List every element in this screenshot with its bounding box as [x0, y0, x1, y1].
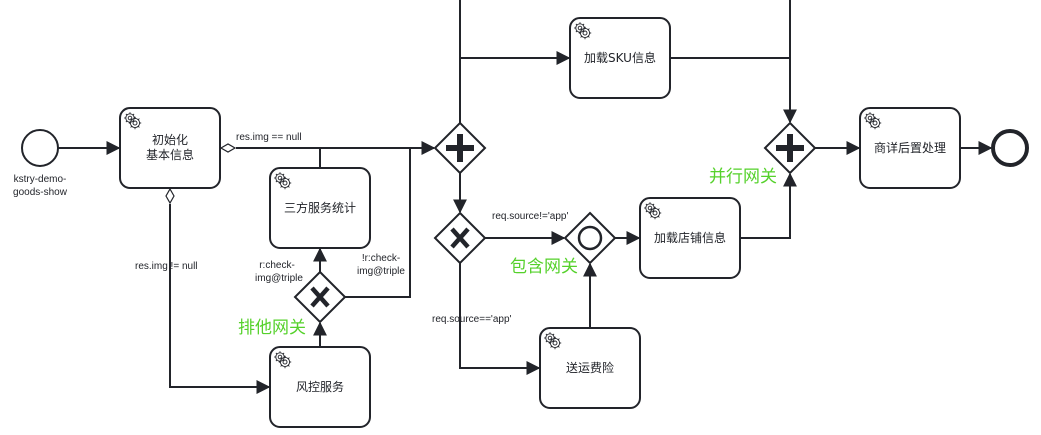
task-load-sku[interactable]: 加载SKU信息 — [569, 17, 671, 99]
x-icon — [450, 227, 470, 249]
start-event-circle-icon[interactable] — [21, 129, 59, 167]
x-icon — [310, 286, 330, 308]
task-load-shop-label: 加载店铺信息 — [654, 230, 726, 245]
flow-label-img-null: res.img == null — [236, 132, 302, 143]
task-risk-control[interactable]: 风控服务 — [269, 346, 371, 428]
flow-xor-bypass[interactable] — [345, 148, 411, 298]
annotation-exclusive-gateway: 排他网关 — [238, 318, 306, 338]
task-load-shop[interactable]: 加载店铺信息 — [639, 197, 741, 279]
task-init[interactable]: 初始化 基本信息 — [119, 107, 221, 189]
annotation-parallel-gateway: 并行网关 — [709, 167, 777, 187]
plus-icon — [776, 134, 804, 162]
end-event-circle-icon[interactable] — [991, 129, 1029, 167]
task-load-sku-label: 加载SKU信息 — [584, 50, 656, 65]
plus-icon — [446, 134, 474, 162]
parallel-gateway-split[interactable] — [433, 121, 487, 175]
start-event-label-line2: goods-show — [13, 187, 68, 198]
start-event[interactable]: kstry-demo- goods-show — [13, 129, 68, 198]
annotation-inclusive-gateway: 包含网关 — [510, 257, 578, 277]
flow-label-not-check-img-line1: !r:check- — [362, 253, 400, 264]
task-third-party-stats[interactable]: 三方服务统计 — [269, 167, 371, 249]
inclusive-gateway[interactable] — [563, 211, 617, 265]
flow-label-check-img-line1: r:check- — [259, 260, 295, 271]
task-third-party-stats-label: 三方服务统计 — [284, 200, 356, 215]
conditional-flow-diamond-icon — [219, 143, 237, 153]
task-shipping-insurance-label: 送运费险 — [566, 360, 614, 375]
flow-init-to-risk-control[interactable] — [169, 204, 271, 394]
task-init-label-line1: 初始化 — [152, 133, 188, 147]
task-post-process[interactable]: 商详后置处理 — [859, 107, 961, 189]
task-shipping-insurance[interactable]: 送运费险 — [539, 327, 641, 409]
flow-label-source-app: req.source=='app' — [432, 314, 512, 325]
exclusive-gateway-source[interactable] — [433, 211, 487, 265]
flow-xor-to-shipping[interactable] — [459, 263, 541, 375]
parallel-gateway-join[interactable] — [763, 121, 817, 175]
exclusive-gateway-check-img[interactable] — [293, 270, 347, 324]
flow-label-source-not-app: req.source!='app' — [492, 211, 568, 222]
conditional-flow-diamond-icon — [165, 187, 175, 205]
task-post-process-label: 商详后置处理 — [874, 140, 946, 155]
circle-icon — [577, 225, 603, 251]
task-init-label-line2: 基本信息 — [146, 147, 194, 162]
start-event-label-line1: kstry-demo- — [14, 174, 67, 185]
sequence-flows — [58, 0, 993, 394]
flow-label-img-not-null: res.img != null — [135, 261, 198, 272]
flow-shop-to-join[interactable] — [740, 172, 797, 239]
flow-label-check-img-line2: img@triple — [255, 273, 303, 284]
task-risk-control-label: 风控服务 — [296, 379, 344, 394]
end-event[interactable] — [991, 129, 1029, 167]
flow-sku-to-join[interactable] — [670, 57, 797, 124]
flow-label-not-check-img-line2: img@triple — [357, 266, 405, 277]
